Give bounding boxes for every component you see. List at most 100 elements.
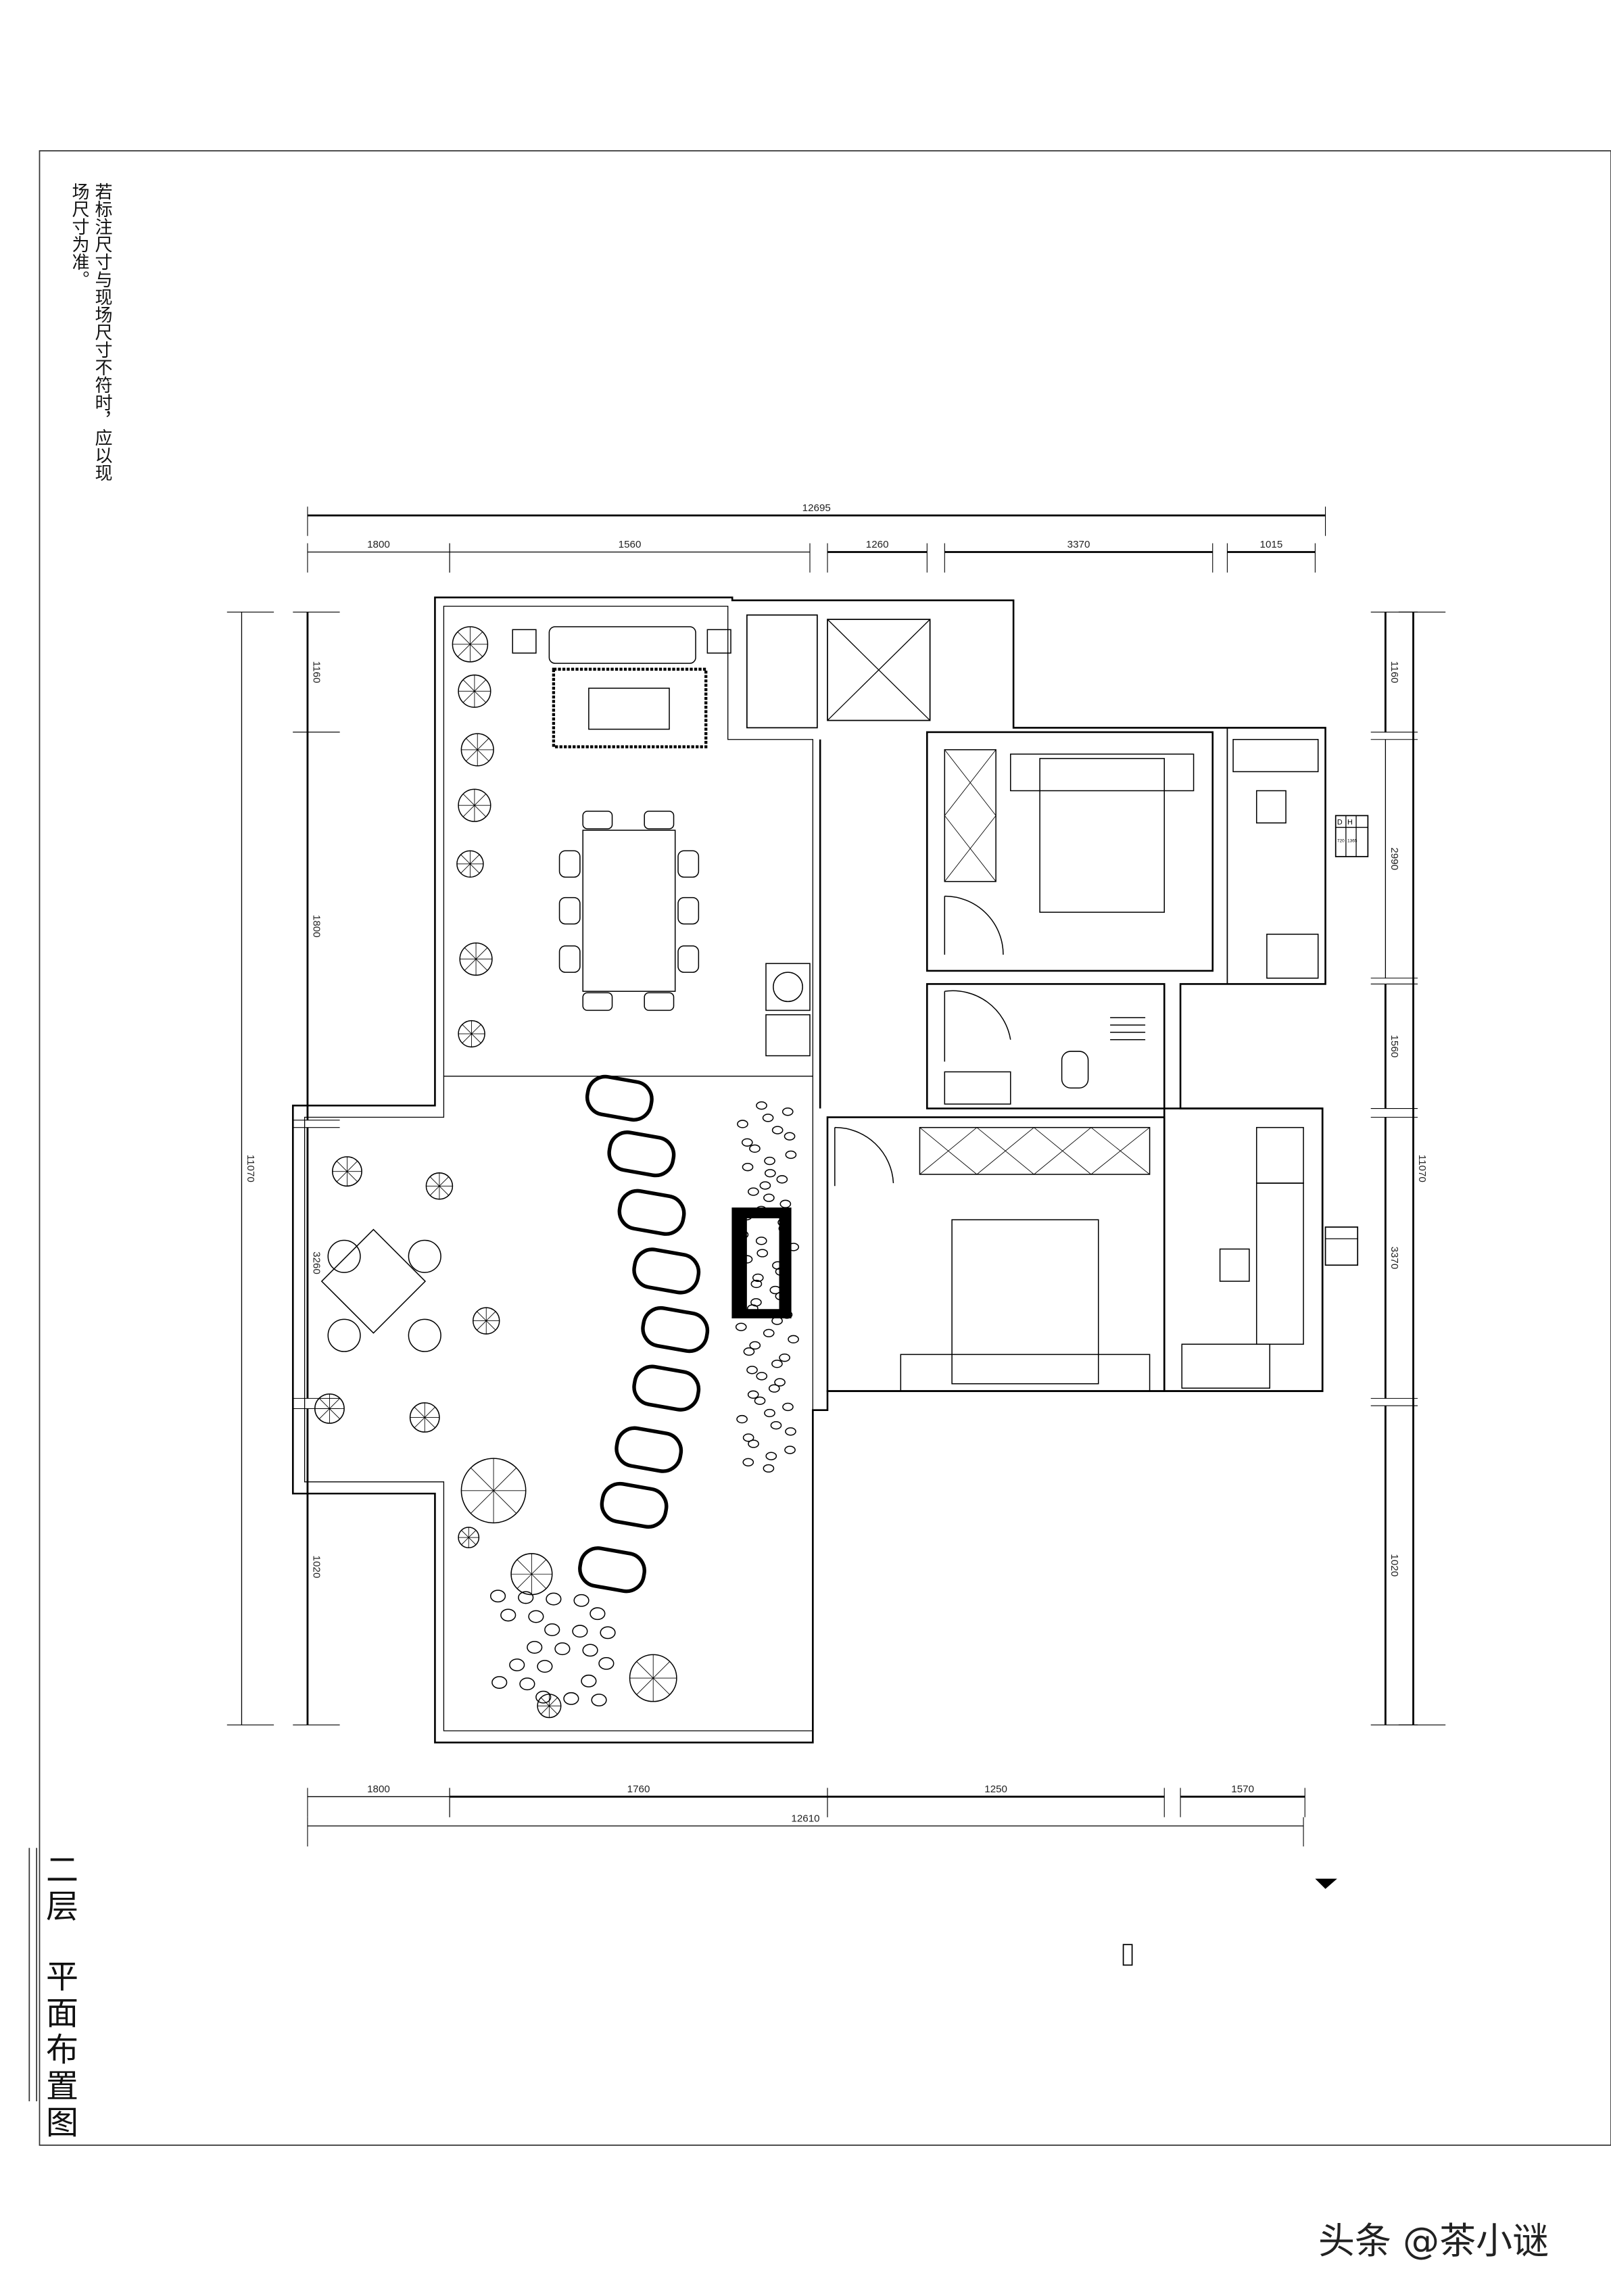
plant-leaf — [429, 1176, 440, 1187]
plant-leaf — [468, 1537, 477, 1546]
pebble — [736, 1414, 748, 1424]
outer-wall-inner — [443, 605, 813, 1077]
dining-chair — [558, 896, 581, 925]
pebble — [546, 1592, 562, 1606]
pebble — [763, 1193, 775, 1202]
pebble — [776, 1175, 788, 1184]
pebble — [782, 1107, 794, 1116]
pebble — [768, 1384, 780, 1393]
laundry-sink — [765, 1014, 811, 1057]
sofa — [548, 626, 696, 664]
dining-chair — [644, 992, 675, 1011]
plant-leaf — [424, 1417, 435, 1429]
chair-balcony — [1255, 790, 1287, 823]
dimension-label: 12695 — [802, 502, 831, 514]
plant-leaf — [493, 1490, 517, 1514]
pebble — [752, 1273, 764, 1283]
pebble — [771, 1126, 784, 1134]
plant-leaf — [474, 679, 487, 692]
stepping-stone — [641, 1306, 710, 1354]
pebble — [759, 1181, 771, 1190]
plant-leaf — [460, 863, 471, 874]
pebble — [741, 1255, 753, 1264]
tag-header-h: H — [1347, 818, 1353, 826]
plant-leaf — [549, 1705, 558, 1715]
pebble — [755, 1205, 767, 1215]
stepping-stone — [615, 1426, 683, 1473]
plant-leaf — [516, 1559, 532, 1575]
pebble — [600, 1626, 616, 1640]
pebble — [572, 1625, 588, 1638]
plant-leaf — [468, 1530, 477, 1538]
pebble — [763, 1329, 775, 1337]
pebble — [749, 1144, 761, 1153]
garden-chair — [408, 1318, 441, 1352]
study-wardrobe — [1181, 1343, 1270, 1389]
plant-leaf — [318, 1397, 330, 1409]
desk-balcony — [1232, 738, 1319, 773]
pebble — [741, 1138, 753, 1147]
wardrobe-2 — [919, 1126, 1151, 1175]
plant-leaf — [462, 794, 475, 806]
plant-leaf — [464, 947, 477, 959]
pebble — [754, 1396, 766, 1405]
pebble — [770, 1421, 782, 1430]
stair-void — [746, 614, 818, 729]
dining-chair — [558, 945, 581, 973]
dimension-label: 11070 — [1416, 1155, 1428, 1182]
dimension-label: 1800 — [311, 915, 322, 938]
pebble — [581, 1674, 597, 1688]
bed-1 — [1039, 758, 1165, 913]
dimension-label: 12610 — [791, 1813, 819, 1824]
side-table-left — [512, 629, 537, 654]
plant-leaf — [636, 1677, 654, 1695]
rug — [552, 667, 708, 748]
pebble — [747, 1390, 759, 1399]
bed-1-headboard — [1010, 753, 1195, 792]
plant-leaf — [347, 1161, 358, 1172]
plant-leaf — [531, 1559, 547, 1575]
pebble — [554, 1642, 571, 1656]
pebble — [784, 1445, 796, 1454]
pebble — [742, 1433, 754, 1442]
garden-table — [320, 1228, 427, 1334]
toilet — [1061, 1051, 1089, 1089]
tag-value-h: 1365 — [1347, 838, 1357, 843]
plant-leaf — [477, 738, 489, 750]
plant-leaf — [466, 738, 478, 750]
plant-leaf — [439, 1186, 450, 1196]
pebble — [782, 1402, 794, 1412]
plant-leaf — [336, 1161, 347, 1172]
dimension-label: 1800 — [367, 539, 390, 550]
plant-leaf — [474, 805, 487, 817]
pebble — [769, 1285, 782, 1295]
dimension-label: 1800 — [367, 1784, 390, 1795]
pebble — [764, 1156, 775, 1166]
plant-leaf — [329, 1397, 341, 1409]
pebble — [489, 1589, 506, 1603]
pebble — [544, 1623, 560, 1636]
pebble — [500, 1608, 516, 1622]
cabinet-balcony — [1266, 934, 1319, 979]
stepping-stone — [607, 1130, 676, 1178]
plant-leaf — [475, 947, 488, 959]
drawing-title-name: 平面布置图 — [40, 1959, 78, 2142]
wardrobe-1 — [944, 749, 996, 882]
plant-leaf — [457, 644, 471, 657]
socket-symbol — [1122, 1944, 1133, 1966]
pebble — [756, 1372, 768, 1381]
pebble — [756, 1101, 767, 1110]
plant-leaf — [461, 1530, 469, 1538]
dimension-label: 1160 — [1389, 661, 1400, 684]
pebble — [527, 1641, 543, 1654]
plant-leaf — [485, 1311, 496, 1321]
dining-chair — [677, 850, 700, 878]
plant-leaf — [470, 854, 480, 865]
pebble — [528, 1610, 544, 1623]
plant-leaf — [493, 1467, 517, 1491]
plant-leaf — [439, 1176, 450, 1187]
dining-chair — [677, 945, 700, 973]
plant-leaf — [471, 1467, 494, 1491]
garden-chair — [327, 1318, 361, 1352]
furniture — [314, 626, 1319, 1719]
